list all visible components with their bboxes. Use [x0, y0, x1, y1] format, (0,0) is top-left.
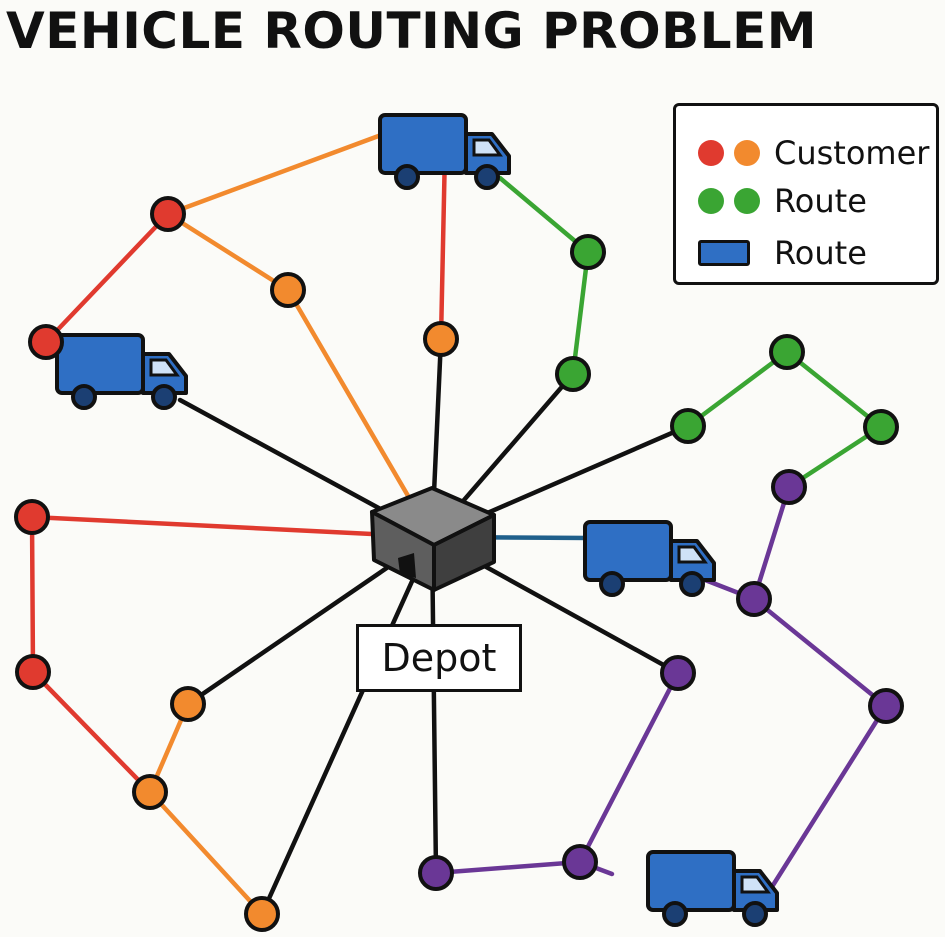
route-edge-orange — [165, 125, 403, 217]
legend-truck-icon — [698, 240, 750, 266]
depot-spoke-edge — [259, 534, 435, 917]
route-edge-green — [685, 349, 790, 429]
route-edge-green — [784, 349, 884, 430]
customer-node-orange — [132, 774, 168, 810]
customer-node-purple — [562, 844, 598, 880]
truck-icon — [646, 850, 779, 927]
customer-node-purple — [736, 581, 772, 617]
legend-item-customer: Customer — [676, 130, 936, 174]
route-edge-green — [786, 424, 884, 490]
truck-icon — [55, 333, 188, 410]
route-edge-orange — [147, 789, 265, 917]
legend-label: Route — [774, 234, 867, 272]
customer-node-purple — [868, 688, 904, 724]
legend-green-dot-icon — [734, 188, 760, 214]
truck-icon — [583, 520, 716, 597]
route-edge-green — [570, 249, 591, 377]
legend: Customer Route Route — [673, 103, 939, 285]
customer-node-green — [555, 356, 591, 392]
route-edge-red — [29, 514, 36, 675]
route-edge-orange — [165, 211, 291, 293]
legend-item-route-truck: Route — [676, 230, 936, 274]
customer-node-red — [150, 196, 186, 232]
route-edge-green — [497, 175, 591, 255]
customer-node-green — [570, 234, 606, 270]
customer-node-green — [863, 409, 899, 445]
legend-green-dot-icon — [698, 188, 724, 214]
route-edge-purple — [433, 859, 583, 876]
route-edge-red — [438, 147, 448, 342]
customer-node-purple — [660, 655, 696, 691]
customer-node-orange — [423, 321, 459, 357]
legend-item-route-green: Route — [676, 178, 936, 222]
customer-node-orange — [170, 686, 206, 722]
route-edge-purple — [751, 484, 792, 602]
customer-node-green — [769, 334, 805, 370]
customer-node-orange — [244, 896, 280, 932]
diagram-title: VEHICLE ROUTING PROBLEM — [6, 2, 818, 60]
route-edge-purple — [577, 670, 681, 865]
legend-orange-dot-icon — [734, 140, 760, 166]
legend-label: Route — [774, 182, 867, 220]
legend-label: Customer — [774, 134, 930, 172]
route-edge-red — [30, 669, 153, 795]
route-edge-purple — [767, 703, 889, 893]
route-edge-purple — [751, 596, 889, 709]
customer-node-green — [670, 408, 706, 444]
depot-spoke-edge — [429, 534, 439, 876]
depot-label: Depot — [356, 624, 522, 692]
customer-node-purple — [771, 469, 807, 505]
truck-icon — [378, 113, 511, 190]
depot-box-icon — [370, 486, 496, 592]
customer-node-purple — [418, 855, 454, 891]
route-edge-red — [29, 514, 435, 540]
legend-red-dot-icon — [698, 140, 724, 166]
route-edge-red — [43, 211, 171, 345]
customer-node-red — [14, 499, 50, 535]
customer-node-orange — [270, 272, 306, 308]
customer-node-red — [28, 324, 64, 360]
customer-node-red — [15, 654, 51, 690]
